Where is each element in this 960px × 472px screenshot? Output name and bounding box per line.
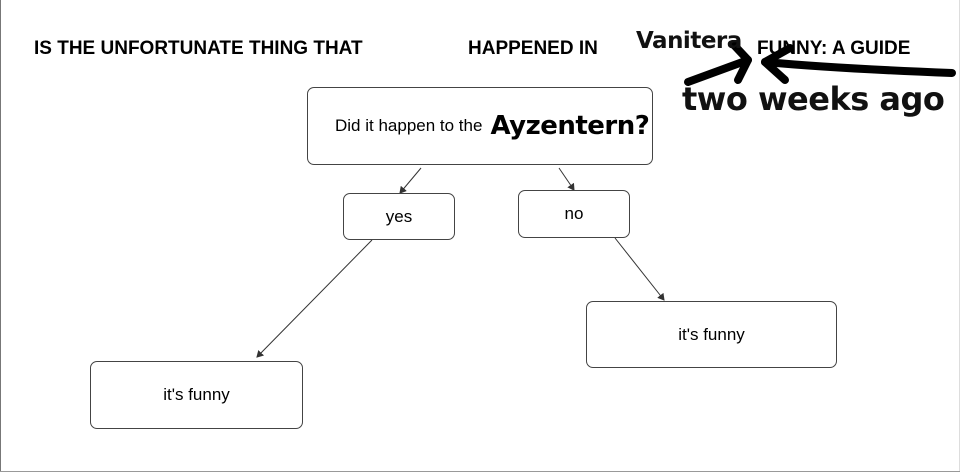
edge-question-to-yes <box>399 167 422 194</box>
no-node: no <box>518 190 630 238</box>
title-part-3: FUNNY: A GUIDE <box>757 38 911 59</box>
yes-node: yes <box>343 193 455 240</box>
edge-yes-to-result <box>256 239 373 358</box>
frame-left-border <box>0 0 1 472</box>
question-node: Did it happen to the Ayzentern ? <box>307 87 653 165</box>
no-label: no <box>564 204 584 223</box>
overlay-timestamp: two weeks ago <box>682 80 945 118</box>
yes-result-label: it's funny <box>163 385 230 404</box>
question-subject: Ayzentern <box>490 111 635 141</box>
yes-label: yes <box>385 206 413 226</box>
edge-no-to-result <box>614 237 665 301</box>
yes-result-node: it's funny <box>90 361 303 429</box>
no-result-label: it's funny <box>678 324 745 344</box>
title-part-2: HAPPENED IN <box>468 38 598 59</box>
question-mark: ? <box>634 111 650 141</box>
title-part-1: IS THE UNFORTUNATE THING THAT <box>34 38 363 59</box>
no-result-node: it's funny <box>586 301 837 368</box>
question-prefix: Did it happen to the <box>335 116 483 135</box>
edge-question-to-no <box>558 167 575 191</box>
overlay-name-label: Vanitera <box>636 28 742 54</box>
